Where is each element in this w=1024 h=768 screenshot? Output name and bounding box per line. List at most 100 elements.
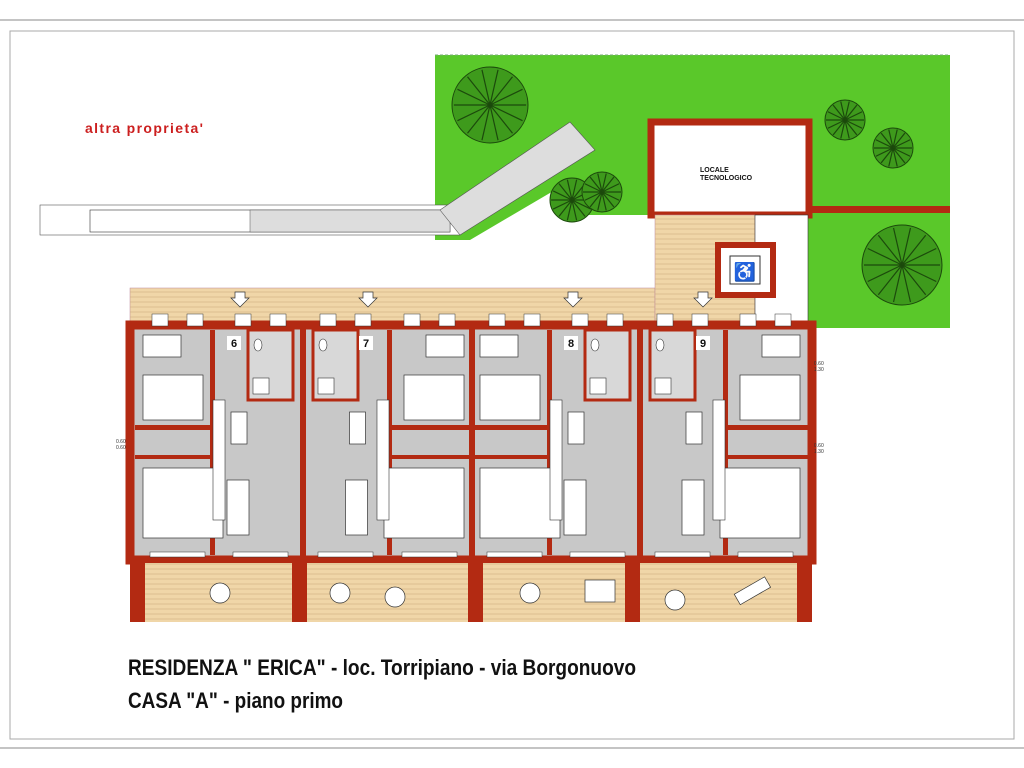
tree-icon <box>872 127 914 169</box>
terrace-partition <box>292 560 307 622</box>
terrace-partition <box>797 560 812 622</box>
apartment-unit: 6 <box>135 313 295 558</box>
wheelchair-accessible-icon <box>729 255 761 285</box>
table-icon <box>384 586 406 608</box>
window <box>571 313 589 327</box>
window <box>569 551 626 558</box>
access-path <box>39 121 596 236</box>
trees <box>451 66 943 306</box>
toilet-icon <box>655 338 665 352</box>
window <box>354 313 372 327</box>
table-icon <box>349 411 366 445</box>
locale-tecnologico: LOCALE TECNOLOGICO <box>647 118 950 219</box>
entrance-arrow-icon <box>563 291 583 308</box>
window <box>691 313 709 327</box>
bed-icon <box>739 374 801 421</box>
apartment-unit: 7 <box>300 313 472 560</box>
bed-icon <box>403 374 465 421</box>
window <box>319 313 337 327</box>
terrace-partition <box>468 560 483 622</box>
window <box>739 313 757 327</box>
bed-icon <box>479 334 519 358</box>
window <box>486 551 543 558</box>
kitchen-counter <box>376 399 390 521</box>
kitchen-counter <box>212 399 226 521</box>
toilet-icon <box>318 338 328 352</box>
terrace-partition <box>625 560 640 622</box>
sun-lounger <box>733 576 772 606</box>
unit-number: 7 <box>363 338 369 350</box>
window <box>232 551 289 558</box>
window <box>654 551 711 558</box>
wheelchair-symbol: ♿ <box>734 261 756 282</box>
window <box>774 313 792 327</box>
bed-icon <box>142 374 204 421</box>
window <box>523 313 541 327</box>
kitchen-counter <box>712 399 726 521</box>
table-icon <box>209 582 231 604</box>
tree-icon <box>861 224 943 306</box>
drawing-title-line1: RESIDENZA " ERICA" - loc. Torripiano - v… <box>128 655 636 680</box>
table-icon <box>519 582 541 604</box>
entrance-arrow-icon <box>230 291 250 308</box>
apartment-unit: 8 <box>469 313 632 560</box>
bed-icon <box>142 467 224 539</box>
window-dim: 0.60 <box>116 439 126 445</box>
window <box>737 551 794 558</box>
window-dim: 0.60 <box>116 445 126 451</box>
units: 6 7 8 9 <box>135 313 808 560</box>
window-dim: 0.60 <box>814 361 824 367</box>
window <box>438 313 456 327</box>
sofa-icon <box>345 479 368 536</box>
table-icon <box>567 411 585 445</box>
window <box>317 551 374 558</box>
drawing-title-line2: CASA "A" - piano primo <box>128 688 343 713</box>
window-dim: 0.60 <box>814 443 824 449</box>
apartment-unit: 9 <box>637 313 808 560</box>
window <box>403 313 421 327</box>
toilet-icon <box>253 338 263 352</box>
drawing-border <box>9 30 1015 740</box>
bed-icon <box>425 334 465 358</box>
tree-icon <box>824 99 866 141</box>
table-icon <box>664 589 686 611</box>
entrance-arrow-icon <box>693 291 713 308</box>
sofa-icon <box>226 479 250 536</box>
table-icon <box>329 582 351 604</box>
unit-number: 6 <box>231 338 237 350</box>
window <box>401 551 458 558</box>
toilet-icon <box>590 338 600 352</box>
bed-icon <box>479 374 541 421</box>
window-dim: 1.30 <box>814 367 824 373</box>
terrace-partition <box>130 560 145 622</box>
unit-number: 8 <box>568 338 574 350</box>
kitchen-counter <box>549 399 563 521</box>
stone-ramp <box>439 121 596 236</box>
entrance-arrow-icon <box>358 291 378 308</box>
window <box>269 313 287 327</box>
bed-icon <box>479 467 561 539</box>
table-icon <box>584 579 616 603</box>
bed-icon <box>383 467 465 539</box>
table-icon <box>685 411 703 445</box>
tree-icon <box>581 171 623 213</box>
terraces-south <box>130 560 812 622</box>
window <box>606 313 624 327</box>
tree-icon <box>451 66 529 144</box>
bed-icon <box>761 334 801 358</box>
room-label-line2: TECNOLOGICO <box>700 175 753 182</box>
window <box>151 313 169 327</box>
window <box>149 551 206 558</box>
sofa-icon <box>681 479 705 536</box>
window <box>656 313 674 327</box>
window <box>234 313 252 327</box>
bed-icon <box>142 334 182 358</box>
stair-and-lift: ♿ <box>715 214 809 326</box>
window <box>186 313 204 327</box>
table-icon <box>230 411 248 445</box>
bed-icon <box>719 467 801 539</box>
window-dim: 1.30 <box>814 449 824 455</box>
sofa-icon <box>563 479 587 536</box>
room-label-line1: LOCALE <box>700 167 729 174</box>
